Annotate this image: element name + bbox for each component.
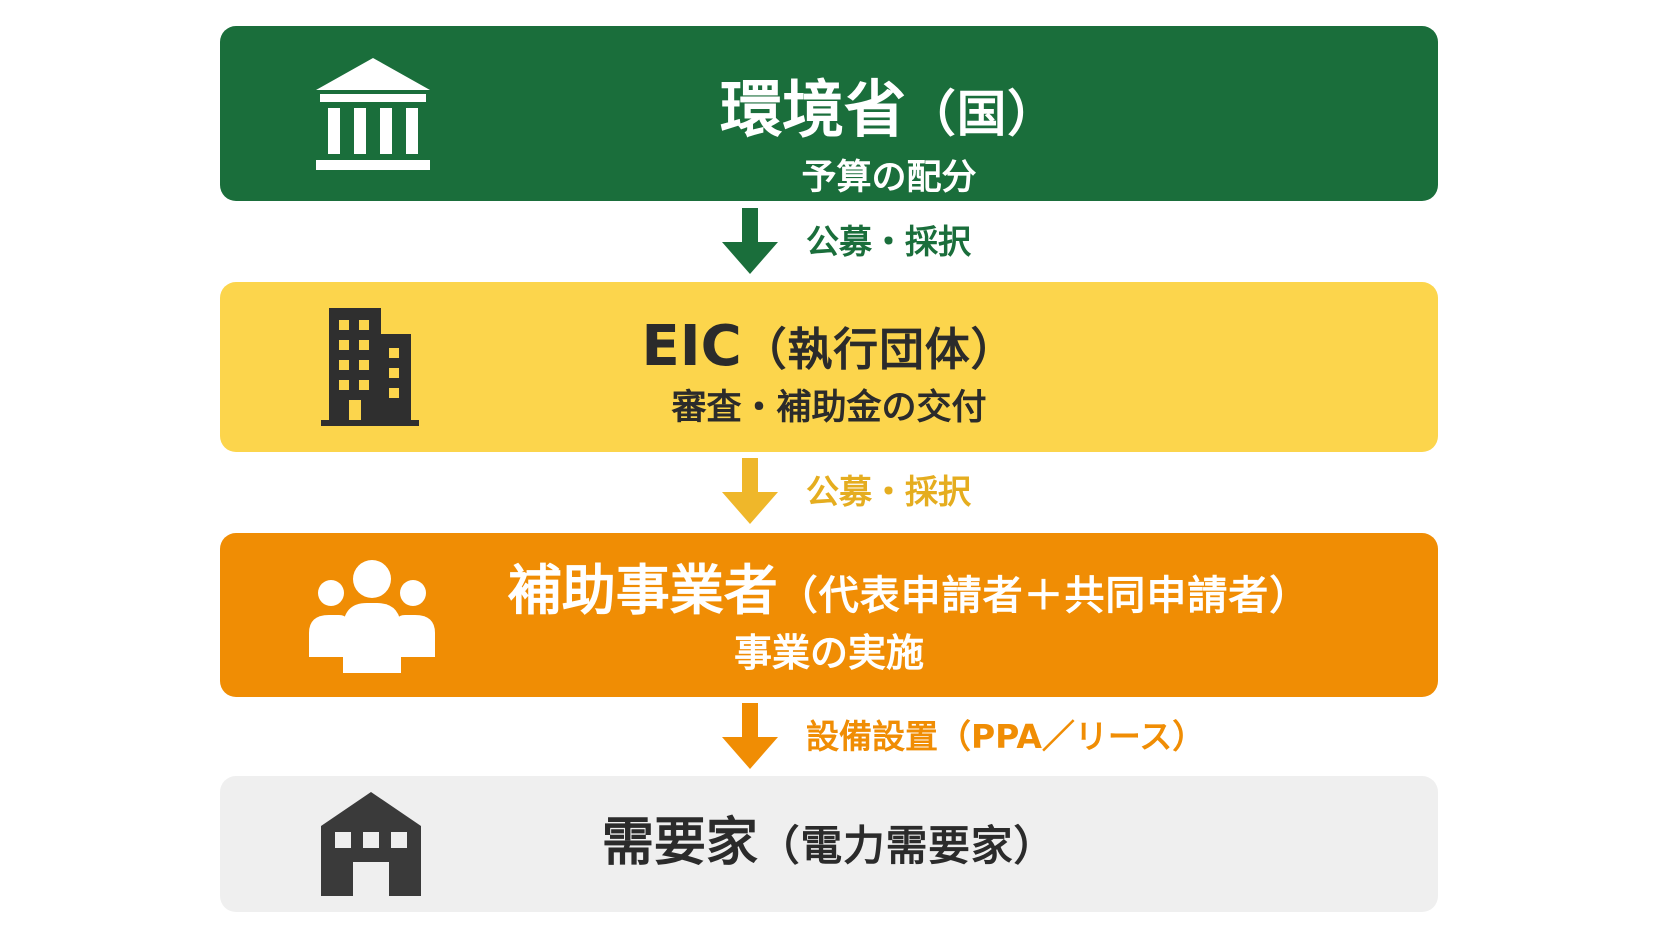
eic-title-paren: （執行団体） bbox=[741, 323, 1017, 376]
arrow-down-icon bbox=[722, 208, 778, 274]
operators-title-paren: （代表申請者＋共同申請者） bbox=[777, 573, 1311, 619]
ministry-title: 環境省（国） bbox=[720, 73, 1058, 146]
office-building-icon bbox=[321, 308, 419, 426]
eic-subtitle: 審査・補助金の交付 bbox=[671, 388, 987, 428]
warehouse-icon bbox=[321, 792, 421, 896]
government-building-icon bbox=[316, 58, 430, 170]
consumer-box: 需要家（電力需要家） bbox=[220, 776, 1438, 912]
eic-title: EIC（執行団体） bbox=[641, 314, 1017, 379]
operators-box: 補助事業者（代表申請者＋共同申請者） 事業の実施 bbox=[220, 533, 1438, 697]
operators-title: 補助事業者（代表申請者＋共同申請者） bbox=[507, 559, 1311, 622]
eic-box: EIC（執行団体） 審査・補助金の交付 bbox=[220, 282, 1438, 452]
ministry-title-paren: （国） bbox=[906, 85, 1058, 143]
consumer-title-paren: （電力需要家） bbox=[757, 821, 1057, 870]
edge-label: 公募・採択 bbox=[806, 472, 971, 511]
ministry-box: 環境省（国） 予算の配分 bbox=[220, 26, 1438, 201]
edge-label: 公募・採択 bbox=[806, 222, 971, 261]
people-group-icon bbox=[309, 560, 435, 673]
arrow-down-icon bbox=[722, 458, 778, 524]
operators-subtitle: 事業の実施 bbox=[733, 631, 924, 675]
ministry-subtitle: 予算の配分 bbox=[801, 158, 977, 198]
consumer-title: 需要家（電力需要家） bbox=[601, 813, 1057, 873]
edge-label: 設備設置（PPA／リース） bbox=[806, 717, 1206, 756]
arrow-down-icon bbox=[722, 703, 778, 769]
